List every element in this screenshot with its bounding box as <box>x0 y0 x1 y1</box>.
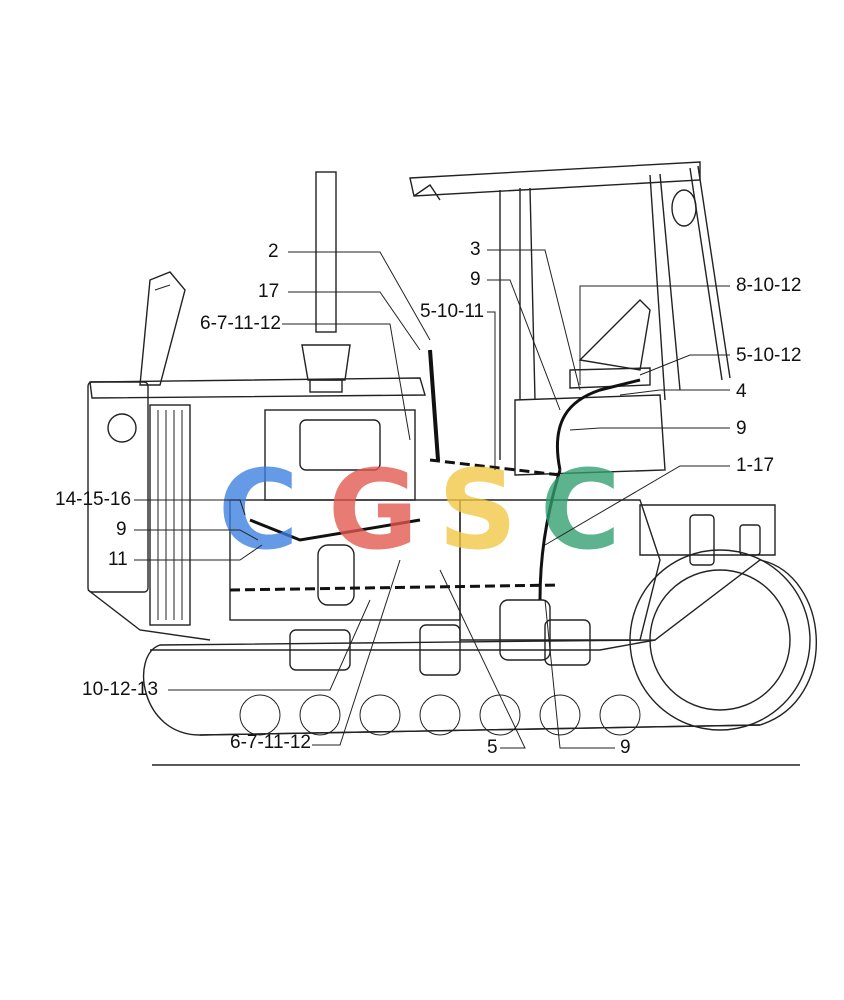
callout-3: 3 <box>470 239 481 260</box>
operator-seat <box>569 299 651 389</box>
callout-6-7-11-12-bottom: 6-7-11-12 <box>230 732 311 753</box>
callout-1-17: 1-17 <box>736 455 775 476</box>
callout-8-10-12: 8-10-12 <box>736 275 802 296</box>
callout-5-10-12: 5-10-12 <box>736 345 802 366</box>
radiator-grille <box>87 381 211 641</box>
wiring-harness <box>229 349 641 601</box>
callout-9-right: 9 <box>736 418 747 439</box>
hood <box>89 377 426 399</box>
watermark-letter: C <box>218 446 299 574</box>
callout-9-left: 9 <box>116 519 127 540</box>
callout-11: 11 <box>108 549 128 570</box>
watermark-letter: C <box>540 446 621 574</box>
watermark-letter: G <box>328 446 418 574</box>
callout-5-bottom: 5 <box>487 737 498 758</box>
exhaust-stack <box>301 171 351 393</box>
callout-10-12-13: 10-12-13 <box>82 679 159 700</box>
callout-9-top: 9 <box>470 269 481 290</box>
callout-14-15-16: 14-15-16 <box>55 489 132 510</box>
callout-5-10-11: 5-10-11 <box>420 301 485 322</box>
callout-4: 4 <box>736 381 747 402</box>
callout-2: 2 <box>268 241 279 262</box>
track-assembly <box>142 549 817 736</box>
callout-9-bottom: 9 <box>620 737 631 758</box>
cab-frame <box>409 161 731 460</box>
watermark: C G S C <box>218 446 621 574</box>
callout-6-7-11-12-top: 6-7-11-12 <box>200 313 281 334</box>
air-intake <box>139 271 186 386</box>
watermark-letter: S <box>438 446 517 574</box>
leader-lines <box>134 249 730 749</box>
callout-17: 17 <box>258 281 280 302</box>
